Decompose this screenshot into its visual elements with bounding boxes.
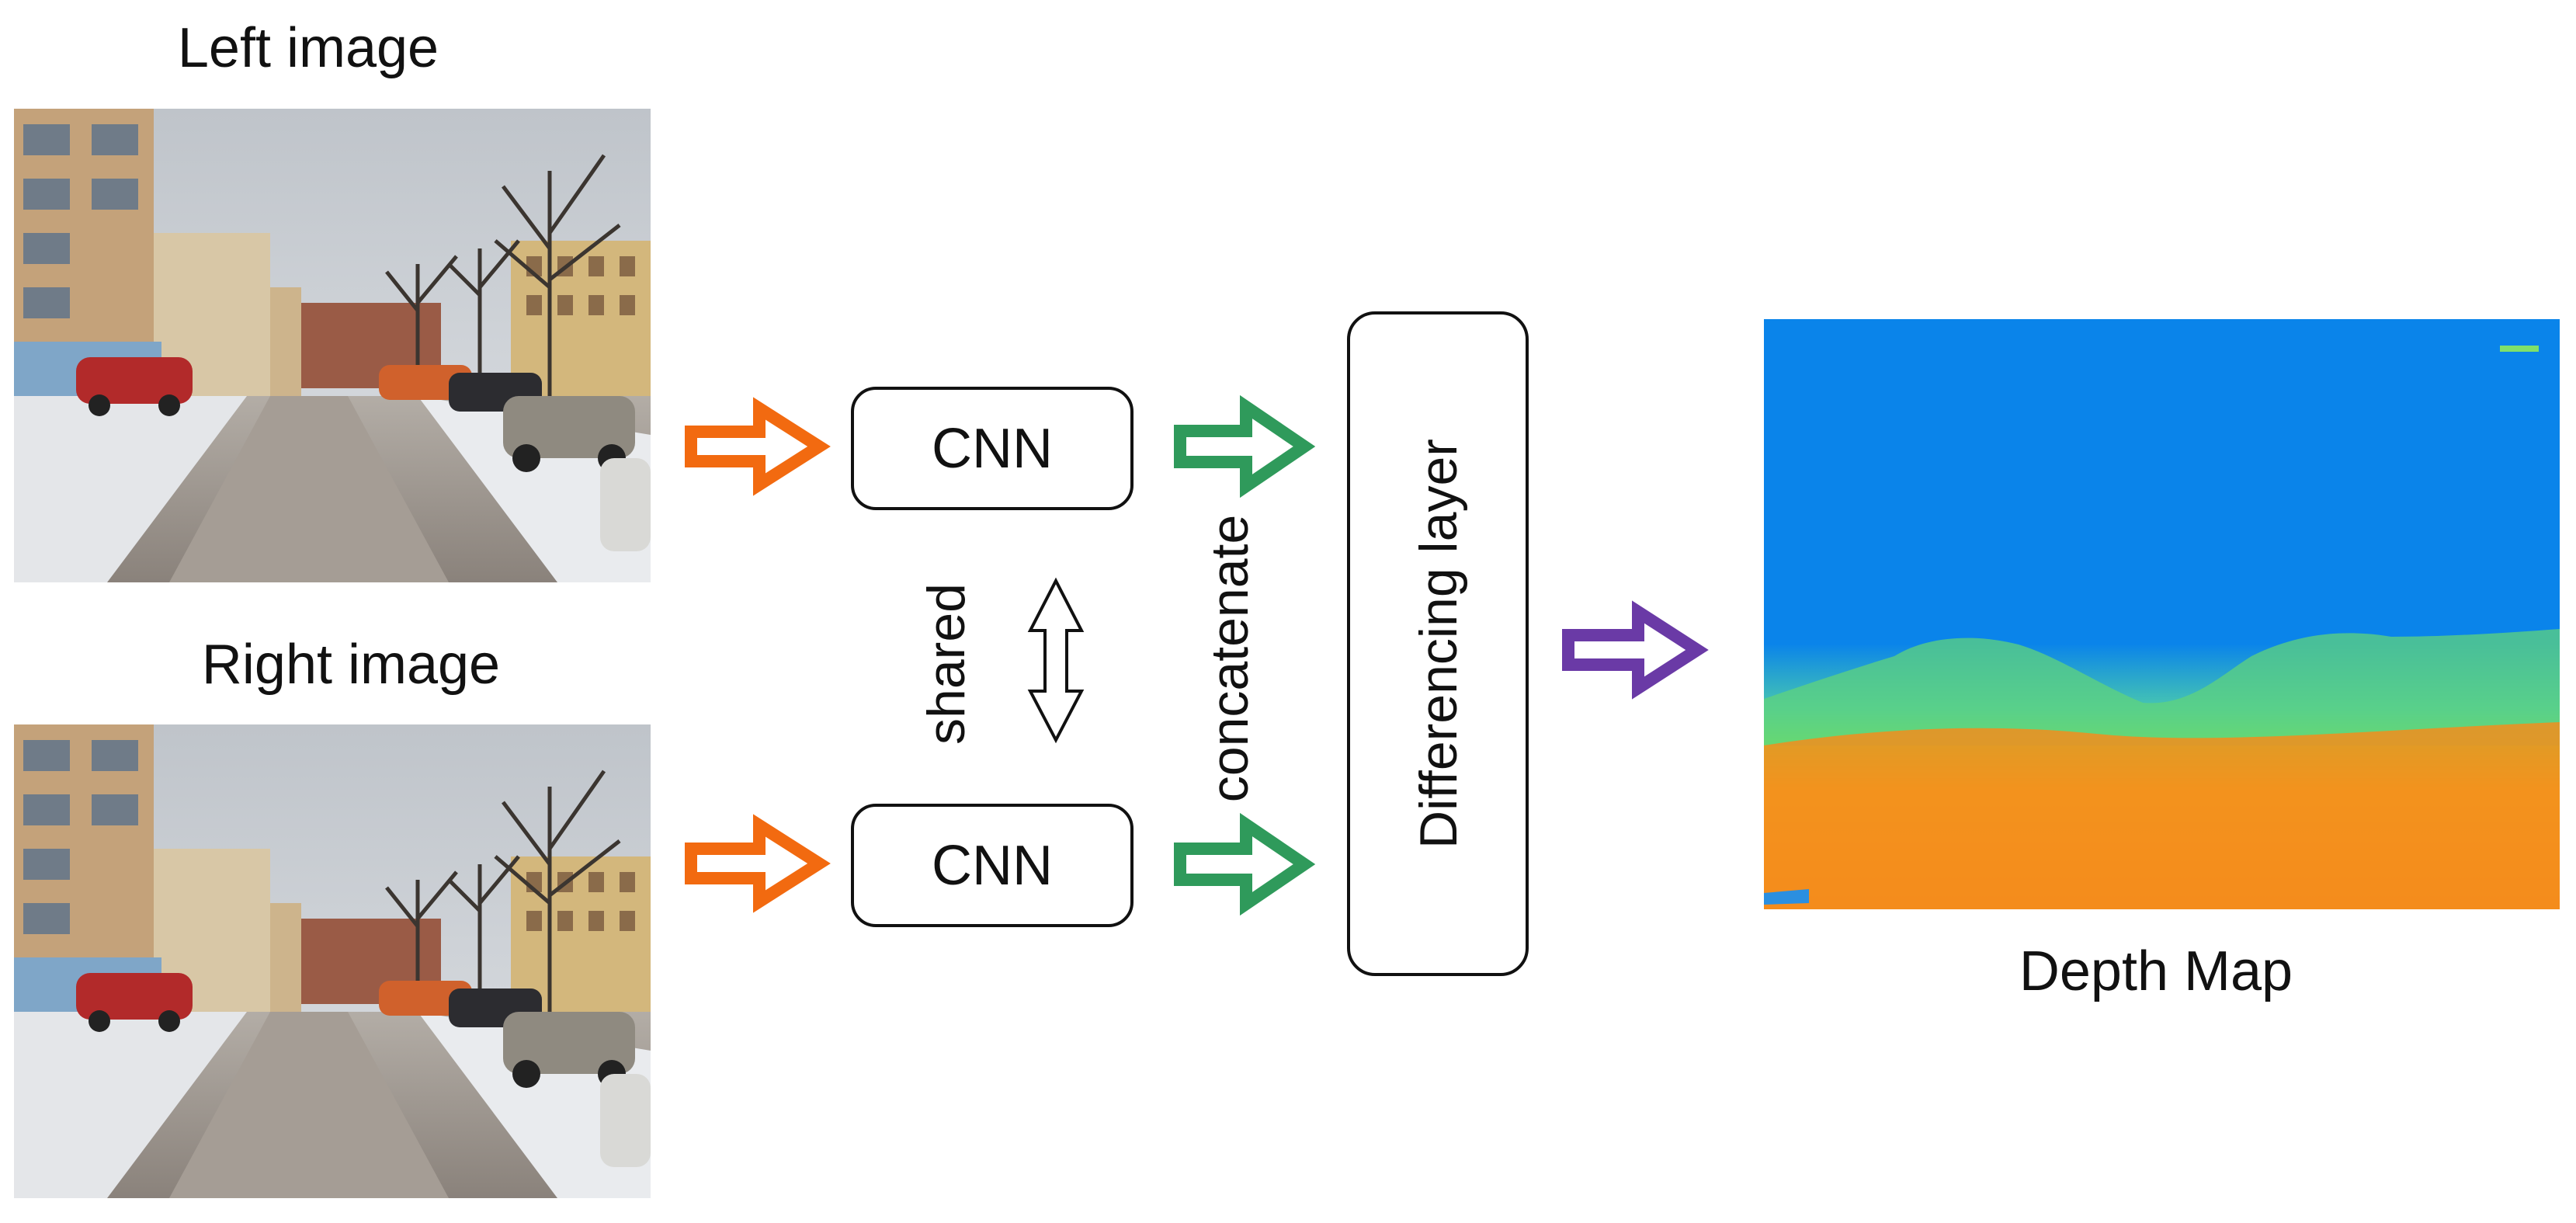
cnn-bottom-label: CNN — [932, 835, 1053, 897]
concatenate-label: concatenate — [1200, 515, 1259, 803]
cnn-top-box — [851, 387, 1134, 510]
differencing-layer-box — [1347, 311, 1529, 976]
shared-weights-arrow — [1027, 577, 1085, 744]
bottom-concat-arrow — [1174, 812, 1316, 916]
right-input-arrow — [685, 814, 831, 913]
top-concat-arrow — [1174, 394, 1316, 499]
left-input-arrow — [685, 397, 831, 496]
differencing-layer-label: Differencing layer — [1409, 439, 1468, 849]
left-image — [14, 109, 651, 582]
cnn-top-label: CNN — [932, 418, 1053, 480]
cnn-bottom-box — [851, 804, 1134, 927]
right-image — [14, 724, 651, 1198]
depth-map — [1764, 319, 2560, 909]
depth-map-label: Depth Map — [2019, 940, 2293, 1002]
shared-label: shared — [917, 583, 976, 745]
right-image-title: Right image — [202, 634, 500, 696]
output-arrow — [1562, 600, 1709, 700]
left-image-title: Left image — [178, 17, 439, 79]
